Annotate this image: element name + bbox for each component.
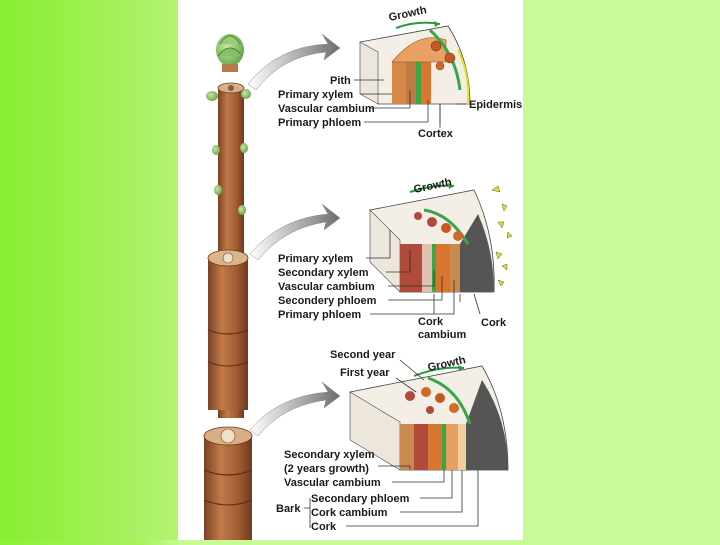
one-year-stem xyxy=(207,249,249,410)
label-two-years-growth: (2 years growth) xyxy=(284,463,369,475)
label-secondary-xylem: Secondary xylem xyxy=(284,449,375,461)
label-primary-phloem: Primary phloem xyxy=(278,117,361,129)
label-second-year: Second year xyxy=(330,349,396,361)
label-primary-xylem: Primary xylem xyxy=(278,253,353,265)
label-first-year: First year xyxy=(340,367,390,379)
label-cork: Cork xyxy=(311,521,337,533)
label-secondery-phloem: Secondery phloem xyxy=(278,295,377,307)
magnify-arrow-icon xyxy=(249,203,341,261)
label-cork-cambium: Cork xyxy=(418,316,444,328)
magnify-arrow-icon xyxy=(247,33,341,91)
label-cork: Cork xyxy=(481,317,507,329)
growth-arrow-icon xyxy=(395,21,441,29)
growth-label: Growth xyxy=(413,176,453,196)
magnify-arrow-icon xyxy=(249,381,341,437)
label-pith: Pith xyxy=(330,75,351,87)
slide-background-left xyxy=(0,0,178,540)
label-secondary-xylem: Secondary xylem xyxy=(278,267,369,279)
slide-background-right xyxy=(523,0,720,540)
label-vascular-cambium: Vascular cambium xyxy=(284,477,381,489)
label-vascular-cambium: Vascular cambium xyxy=(278,281,375,293)
lateral-bud xyxy=(206,91,218,101)
figure-panel: Growth Pith Primary xylem Vascular cambi… xyxy=(178,0,523,540)
wedge-first-year xyxy=(369,183,513,293)
growth-label: Growth xyxy=(388,4,428,24)
wedge-second-year xyxy=(349,365,509,471)
label-cortex: Cortex xyxy=(418,128,454,140)
label-bark: Bark xyxy=(276,503,301,515)
label-primary-phloem: Primary phloem xyxy=(278,309,361,321)
wedge-primary-growth xyxy=(359,21,471,105)
lateral-bud xyxy=(241,89,251,99)
label-vascular-cambium: Vascular cambium xyxy=(278,103,375,115)
two-year-stem xyxy=(203,426,253,540)
label-secondary-phloem: Secondary phloem xyxy=(311,493,410,505)
label-primary-xylem: Primary xylem xyxy=(278,89,353,101)
label-epidermis: Epidermis xyxy=(469,99,522,111)
label-cork-cambium-2: cambium xyxy=(418,329,467,341)
label-cork-cambium: Cork cambium xyxy=(311,507,388,519)
stem-growth-diagram: Growth Pith Primary xylem Vascular cambi… xyxy=(203,4,522,540)
